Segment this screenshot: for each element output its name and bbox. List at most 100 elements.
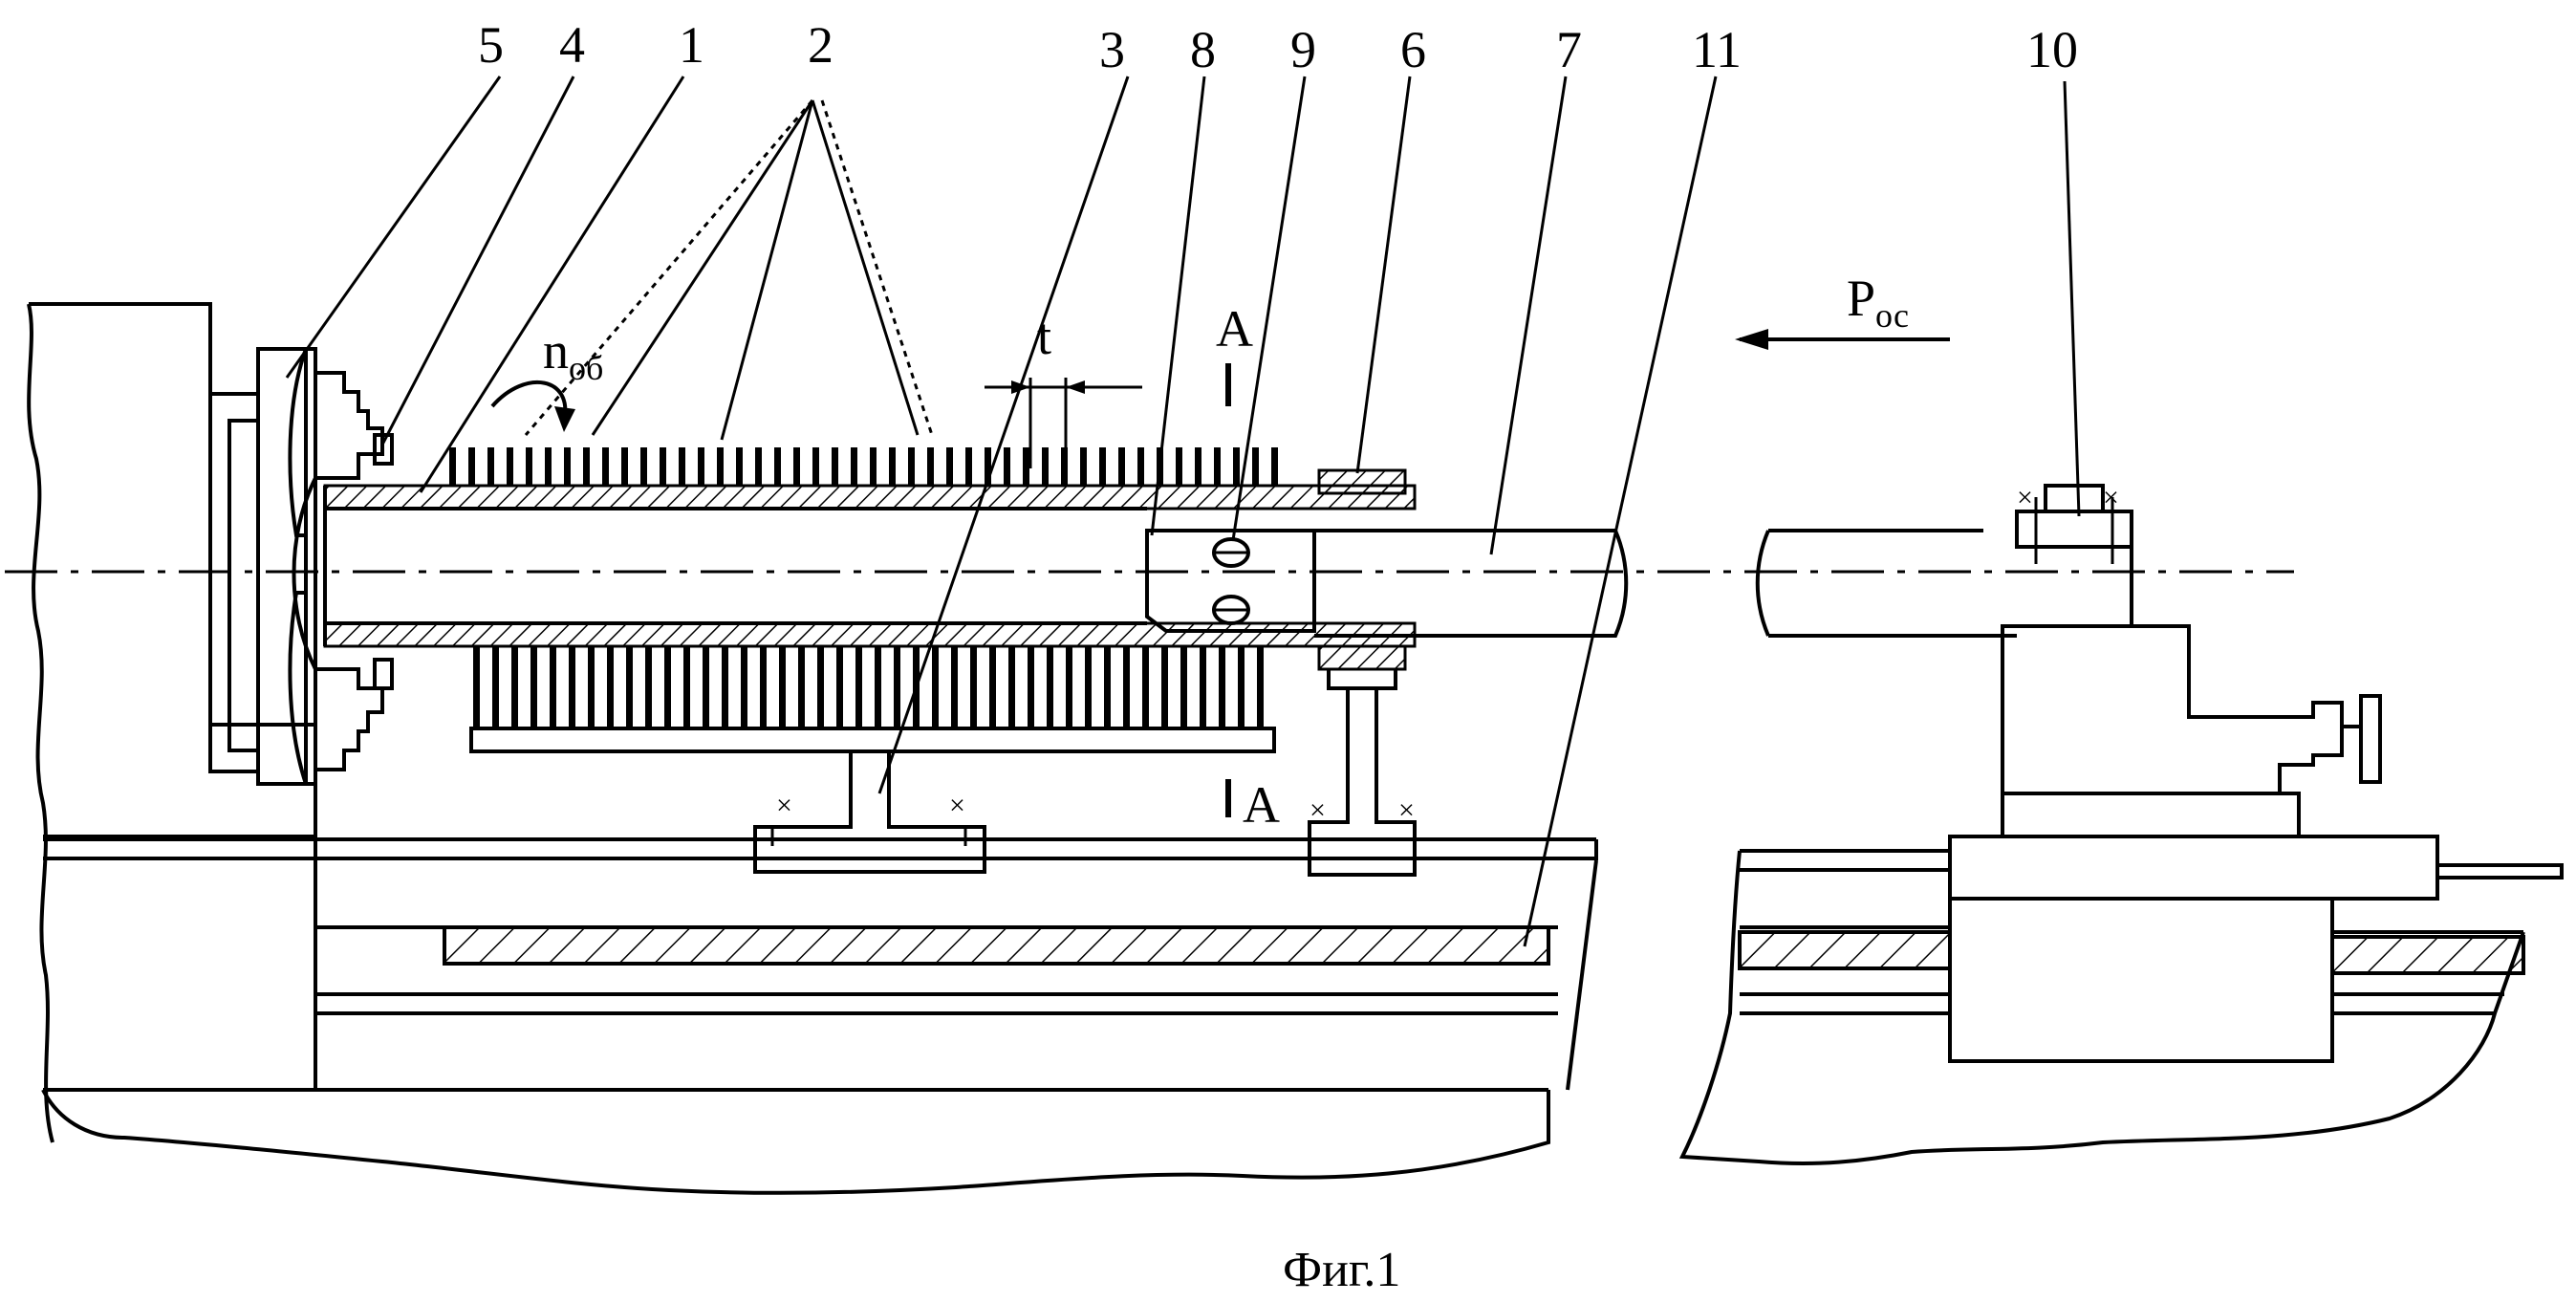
svg-text:×: × (949, 790, 965, 821)
fin-lower (550, 646, 556, 728)
label-11: 11 (1692, 21, 1742, 78)
fin-lower (683, 646, 690, 728)
fin-lower (722, 646, 728, 728)
fin-lower (741, 646, 747, 728)
fin-upper (1233, 447, 1240, 486)
label-1: 1 (679, 16, 704, 74)
fin-lower (932, 646, 939, 728)
svg-text:×: × (1398, 794, 1415, 826)
fin-lower (1219, 646, 1225, 728)
fin-lower (607, 646, 614, 728)
fin-upper (1023, 447, 1029, 486)
fin-upper (793, 447, 800, 486)
fin-upper (640, 447, 647, 486)
label-6: 6 (1400, 21, 1426, 78)
fin-lower (473, 646, 480, 728)
bed-left (43, 839, 1596, 1193)
fin-lower (836, 646, 843, 728)
fin-lower (626, 646, 633, 728)
svg-text:×: × (2103, 482, 2119, 513)
fin-lower (817, 646, 824, 728)
fin-lower (1028, 646, 1034, 728)
label-9: 9 (1290, 21, 1316, 78)
fin-lower (951, 646, 958, 728)
svg-text:×: × (1310, 794, 1326, 826)
label-10: 10 (2026, 21, 2078, 78)
label-8: 8 (1190, 21, 1216, 78)
fin-upper (1042, 447, 1049, 486)
leader-lines (287, 76, 2079, 946)
section-label-a-top: A (1216, 300, 1253, 358)
fin-upper (698, 447, 704, 486)
fin-upper (1271, 447, 1278, 486)
fin-lower (645, 646, 652, 728)
fins-lower (473, 646, 1264, 728)
label-7: 7 (1556, 21, 1582, 78)
fin-lower (703, 646, 709, 728)
labels: 5 4 1 2 3 8 9 6 7 11 10 t A A nоб Pос Фи… (478, 16, 2078, 1297)
fin-lower (1104, 646, 1111, 728)
svg-text:×: × (2017, 482, 2033, 513)
fin-lower (1142, 646, 1149, 728)
fin-lower (894, 646, 900, 728)
fin-lower (798, 646, 805, 728)
fin-upper (526, 447, 532, 486)
label-t: t (1037, 308, 1051, 365)
fin-lower (530, 646, 537, 728)
rod-7 (1314, 531, 2017, 636)
fin-upper (1118, 447, 1125, 486)
fin-upper (507, 447, 513, 486)
fin-lower (1257, 646, 1264, 728)
fin-upper (889, 447, 896, 486)
force-arrow (1735, 329, 1950, 350)
label-2: 2 (808, 16, 833, 74)
support-3: × × (471, 728, 1274, 872)
fin-upper (965, 447, 972, 486)
fin-lower (569, 646, 575, 728)
fin-upper (621, 447, 628, 486)
fin-upper (602, 447, 609, 486)
fin-lower (664, 646, 671, 728)
label-3: 3 (1099, 21, 1125, 78)
label-4: 4 (559, 16, 585, 74)
headstock (29, 304, 315, 1142)
fin-upper (1252, 447, 1259, 486)
svg-text:×: × (776, 790, 792, 821)
section-label-a-bottom: A (1243, 776, 1280, 834)
fin-lower (1085, 646, 1092, 728)
fin-lower (588, 646, 595, 728)
fin-upper (908, 447, 915, 486)
fin-lower (1161, 646, 1168, 728)
fin-upper (487, 447, 494, 486)
fin-lower (855, 646, 862, 728)
fin-lower (1180, 646, 1187, 728)
fin-lower (1047, 646, 1053, 728)
fin-lower (989, 646, 996, 728)
fin-upper (870, 447, 877, 486)
fin-upper (583, 447, 590, 486)
fin-upper (812, 447, 819, 486)
fin-upper (449, 447, 456, 486)
figure-caption: Фиг.1 (1283, 1243, 1400, 1297)
fin-upper (468, 447, 475, 486)
fin-lower (779, 646, 786, 728)
fin-upper (927, 447, 934, 486)
mandrel-8 (1147, 531, 1314, 631)
fin-upper (1099, 447, 1106, 486)
fin-upper (946, 447, 953, 486)
fin-upper (1137, 447, 1144, 486)
fin-upper (755, 447, 762, 486)
fin-upper (736, 447, 743, 486)
fin-lower (1200, 646, 1206, 728)
force-label: Pос (1847, 270, 1909, 335)
fin-upper (774, 447, 781, 486)
fin-upper (717, 447, 724, 486)
fin-lower (760, 646, 767, 728)
fin-lower (1238, 646, 1245, 728)
fin-upper (1004, 447, 1010, 486)
fin-lower (492, 646, 499, 728)
tube (325, 486, 1415, 646)
fin-upper (832, 447, 838, 486)
fin-upper (679, 447, 685, 486)
